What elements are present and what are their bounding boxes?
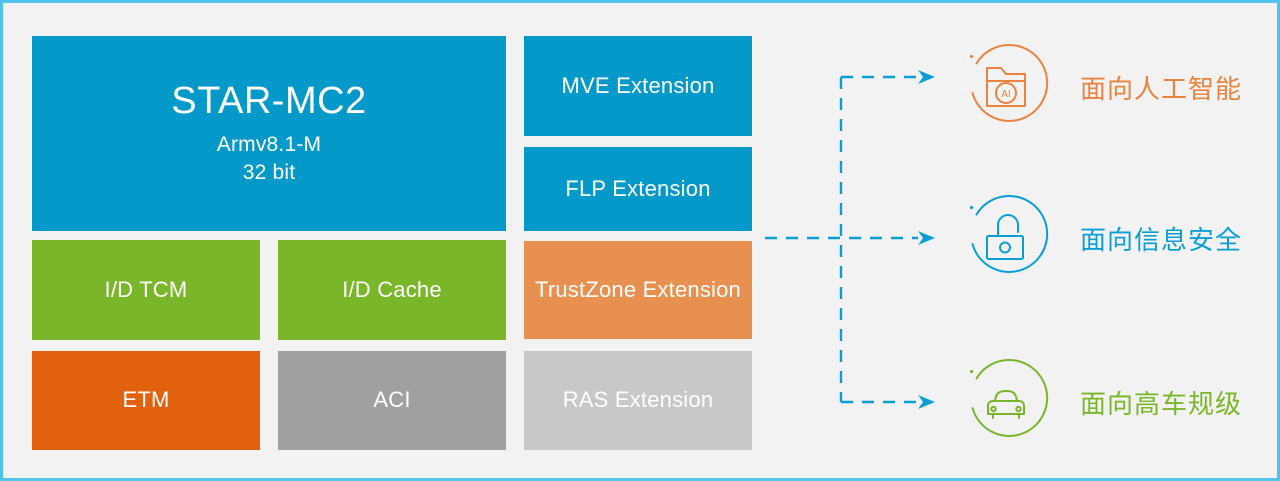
block-id-cache: I/D Cache [278, 240, 506, 340]
core-architecture: Armv8.1-M [216, 132, 322, 156]
feature-label-security: 面向信息安全 [1080, 224, 1243, 255]
feature-label-automotive: 面向高车规级 [1080, 388, 1243, 419]
connector-arrowheads [918, 70, 935, 409]
feature-row-security: 面向信息安全 [960, 192, 1242, 284]
block-ras-extension: RAS Extension [524, 351, 752, 450]
block-label: I/D TCM [104, 276, 188, 302]
arrow-head-security [918, 231, 935, 245]
arrow-head-ai [918, 70, 935, 84]
block-label: TrustZone Extension [535, 276, 741, 302]
block-label: FLP Extension [565, 175, 711, 201]
open-lock-icon [960, 192, 1052, 284]
block-label: ETM [122, 387, 170, 413]
block-star-mc2: STAR-MC2 Armv8.1-M 32 bit [32, 36, 506, 231]
feature-row-ai: AI 面向人工智能 [960, 41, 1242, 133]
feature-label-ai: 面向人工智能 [1080, 73, 1243, 104]
core-name: STAR-MC2 [171, 80, 367, 123]
ai-folder-icon: AI [960, 41, 1052, 133]
block-label: MVE Extension [561, 72, 715, 98]
block-label: I/D Cache [342, 276, 442, 302]
block-flp-extension: FLP Extension [524, 147, 752, 231]
block-label: ACI [373, 387, 411, 413]
block-etm: ETM [32, 351, 260, 450]
core-bitness: 32 bit [242, 161, 296, 185]
svg-text:AI: AI [1001, 89, 1010, 100]
block-id-tcm: I/D TCM [32, 240, 260, 340]
arrow-head-automotive [918, 395, 935, 409]
block-aci: ACI [278, 351, 506, 450]
block-mve-extension: MVE Extension [524, 36, 752, 136]
feature-row-automotive: 面向高车规级 [960, 356, 1242, 448]
block-label: RAS Extension [562, 387, 714, 413]
block-trustzone-extension: TrustZone Extension [524, 241, 752, 339]
car-icon [960, 356, 1052, 448]
